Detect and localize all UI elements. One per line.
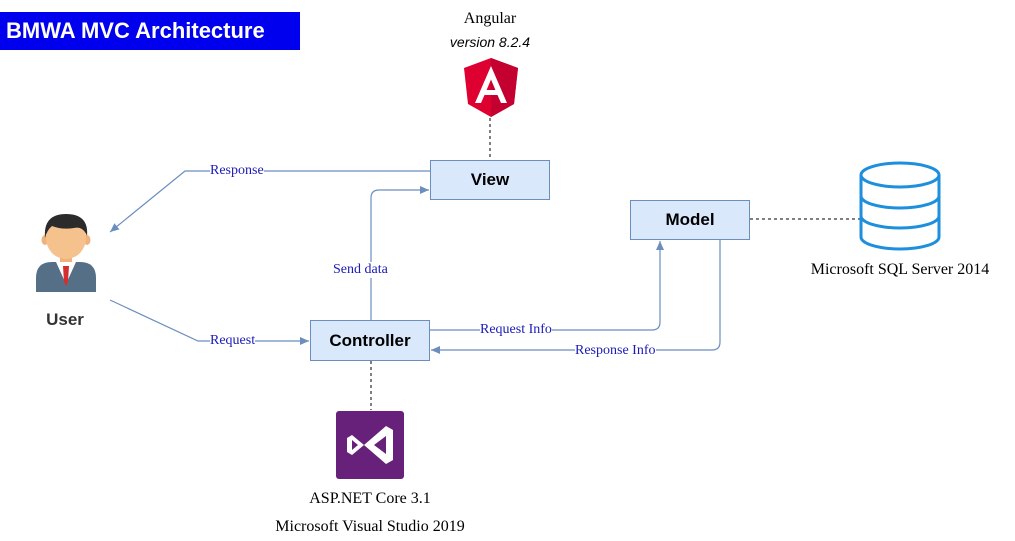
angular-label: Angular <box>463 10 517 27</box>
user-label: User <box>46 310 84 329</box>
database-icon <box>859 161 941 251</box>
angular-version: version 8.2.4 <box>449 34 531 50</box>
angular-logo-icon <box>464 58 518 117</box>
request-edge <box>109 299 309 345</box>
user-avatar-icon <box>36 214 96 292</box>
response-info-edge-label: Response Info <box>575 343 656 359</box>
view-box[interactable]: View <box>430 160 550 200</box>
response-edge-label: Response <box>210 163 264 179</box>
response-info-edge <box>431 240 721 354</box>
request-info-edge-label: Request Info <box>480 322 552 338</box>
visual-studio-logo-icon <box>336 411 404 479</box>
database-caption: Microsoft SQL Server 2014 <box>810 261 990 278</box>
response-edge <box>109 170 430 233</box>
send-data-edge <box>370 186 429 320</box>
model-box[interactable]: Model <box>630 200 750 240</box>
send-data-edge-label: Send data <box>333 262 388 278</box>
aspnet-core-caption: ASP.NET Core 3.1 <box>309 490 431 507</box>
request-info-edge <box>430 241 664 331</box>
request-edge-label: Request <box>210 333 256 349</box>
visual-studio-caption: Microsoft Visual Studio 2019 <box>275 518 465 535</box>
diagram-title: BMWA MVC Architecture <box>0 12 300 50</box>
controller-box[interactable]: Controller <box>310 320 430 361</box>
